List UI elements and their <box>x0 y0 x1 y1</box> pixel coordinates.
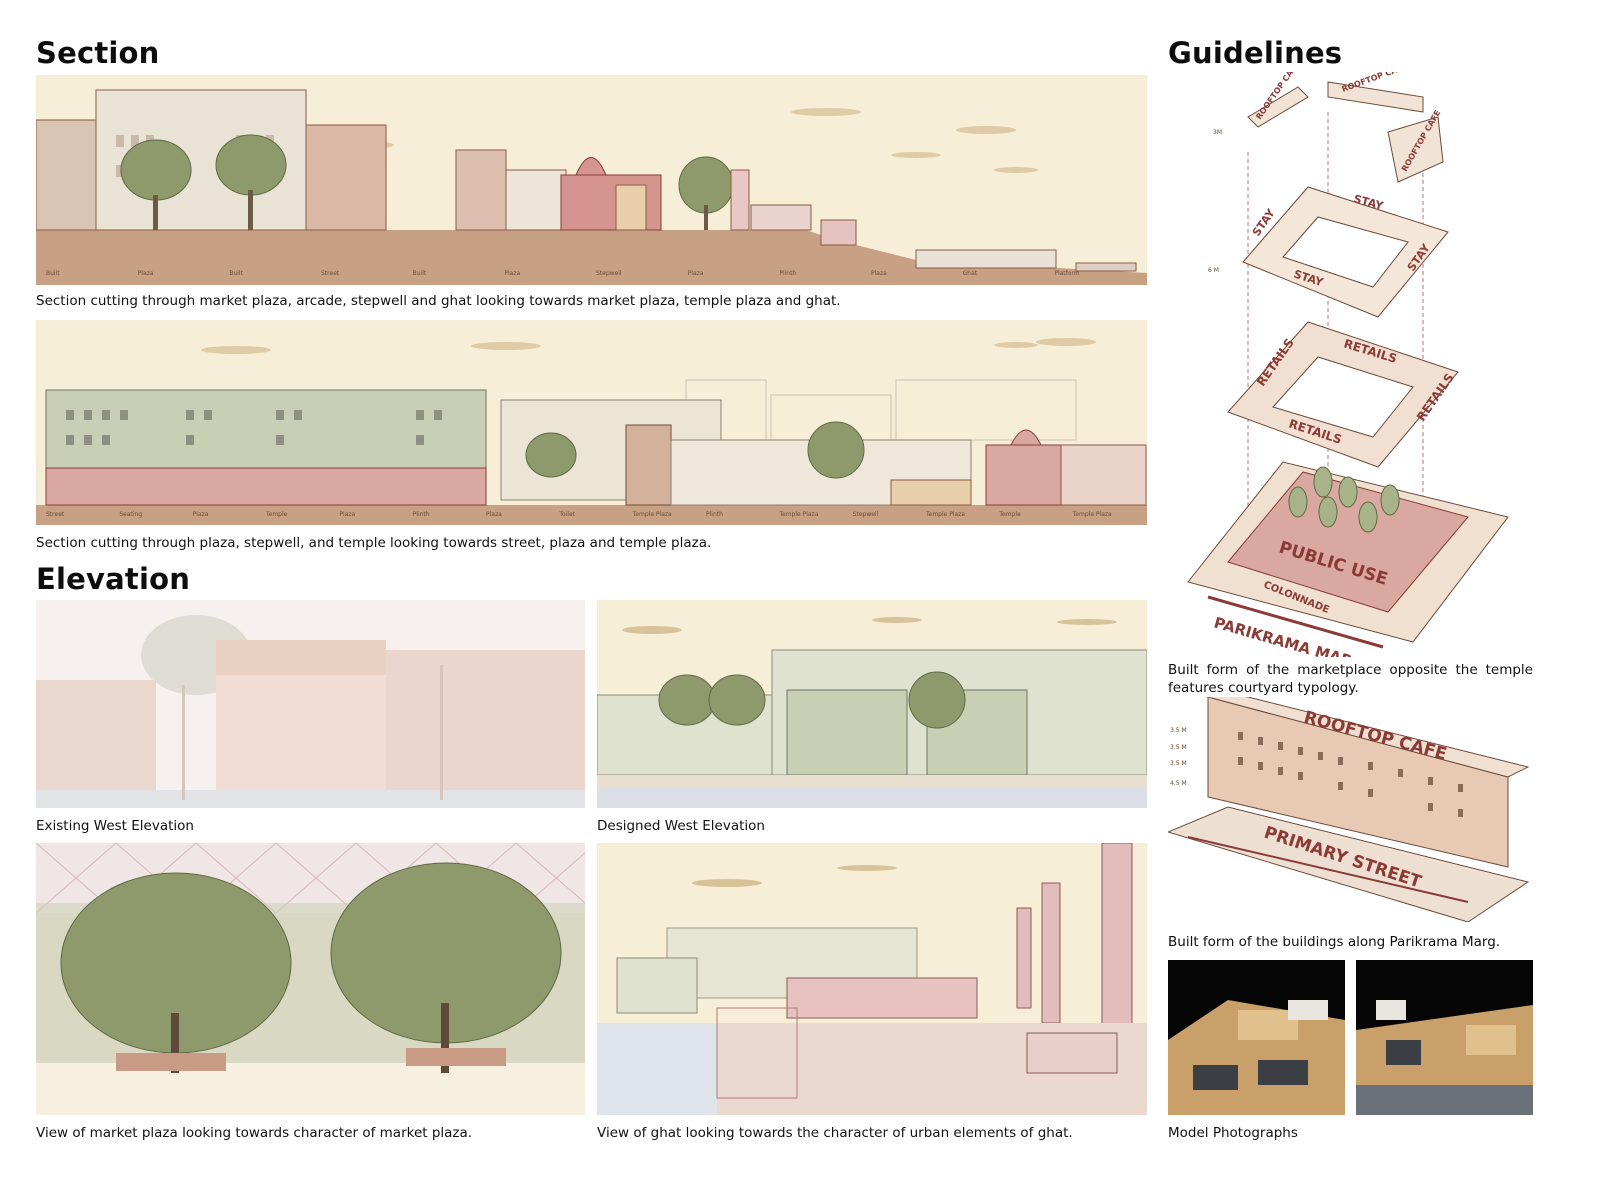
ghat-view <box>597 843 1147 1115</box>
section-ground-label: Plinth <box>779 270 796 277</box>
section-ground-label: Temple <box>265 511 288 518</box>
dim-35m-3: 3.5 M <box>1170 760 1187 767</box>
guideline2-caption: Built form of the buildings along Parikr… <box>1168 934 1501 950</box>
section-ground-label: Plaza <box>339 511 355 518</box>
dim-6m: 6 M <box>1208 267 1219 274</box>
section-heading: Section <box>36 36 160 70</box>
dim-3m: 3M <box>1213 129 1222 136</box>
section-ground-label: Seating <box>119 511 142 518</box>
existing-west-elevation <box>36 600 585 808</box>
designed-west-elevation <box>597 600 1147 808</box>
section-ground-label: Ghat <box>963 270 978 277</box>
section-ground-label: Plaza <box>138 270 154 277</box>
section-ground-label: Built <box>46 270 60 277</box>
section-ground-label: Temple Plaza <box>925 511 965 518</box>
section-ground-label: Plaza <box>688 270 704 277</box>
market-view-caption: View of market plaza looking towards cha… <box>36 1125 473 1141</box>
existing-west-caption: Existing West Elevation <box>36 818 194 834</box>
section-drawing-2: Street Seating Plaza Temple Plaza Plinth Plaza… <box>36 320 1147 525</box>
guidelines-heading: Guidelines <box>1168 36 1343 70</box>
section-ground-label: Stepwell <box>596 270 622 277</box>
section-ground-label: Built <box>413 270 427 277</box>
section-ground-label: Plinth <box>413 511 430 518</box>
designed-west-caption: Designed West Elevation <box>597 818 765 834</box>
section-ground-label: Street <box>321 270 340 277</box>
models-caption: Model Photographs <box>1168 1125 1298 1141</box>
ghat-view-caption: View of ghat looking towards the charact… <box>597 1125 1073 1141</box>
section-ground-label: Temple Plaza <box>778 511 818 518</box>
section-ground-label: Street <box>46 511 65 518</box>
dim-35m-1: 3.5 M <box>1170 727 1187 734</box>
section-ground-label: Plaza <box>871 270 887 277</box>
section-ground-label: Plaza <box>193 511 209 518</box>
section-ground-label: Plinth <box>706 511 723 518</box>
guideline1-caption: Built form of the marketplace opposite t… <box>1168 662 1533 696</box>
model-photo-2 <box>1356 960 1533 1115</box>
section-ground-label: Built <box>229 270 243 277</box>
section-ground-label: Platform <box>1054 270 1079 277</box>
section-ground-label: Stepwell <box>853 511 879 518</box>
exploded-courtyard-diagram: ROOFTOP CAFE ROOFTOP CAFE ROOFTOP CAFE 3… <box>1168 72 1513 657</box>
section-ground-label: Temple <box>998 511 1021 518</box>
section2-caption: Section cutting through plaza, stepwell,… <box>36 535 712 551</box>
section-ground-label: Plaza <box>486 511 502 518</box>
market-plaza-view <box>36 843 585 1115</box>
section1-caption: Section cutting through market plaza, ar… <box>36 293 841 309</box>
section-ground-label: Temple Plaza <box>632 511 672 518</box>
section-ground-label: Toilet <box>558 511 575 518</box>
parikrama-building-diagram: ROOFTOP CAFE PRIMARY STREET 3.5 M 3.5 M … <box>1168 697 1533 922</box>
dim-45m: 4.5 M <box>1170 780 1187 787</box>
section-drawing-1: Built Plaza Built Street Built Plaza Stepwell P… <box>36 75 1147 285</box>
elevation-heading: Elevation <box>36 562 191 596</box>
dim-35m-2: 3.5 M <box>1170 744 1187 751</box>
section-ground-label: Temple Plaza <box>1072 511 1112 518</box>
model-photo-1 <box>1168 960 1345 1115</box>
section-ground-label: Plaza <box>504 270 520 277</box>
